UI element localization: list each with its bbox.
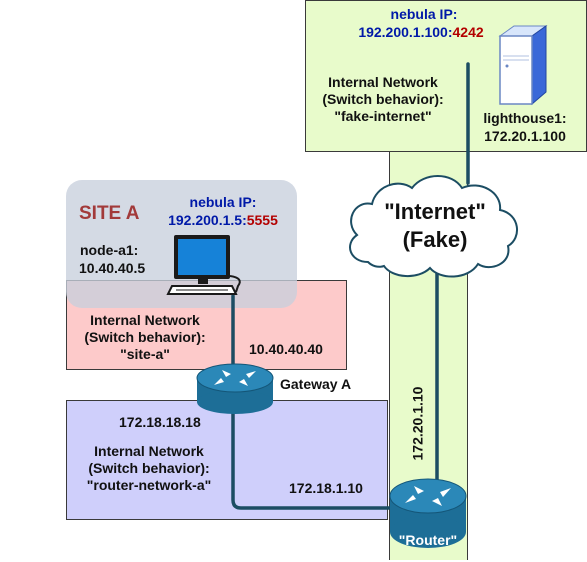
lighthouse-ip: 172.20.1.100 [484,128,566,144]
node-a1-ip: 10.40.40.5 [79,260,146,276]
cloud-label-line1: "Internet" [384,199,486,224]
lighthouse-nebula-address: 192.200.1.100:4242 [346,24,496,41]
fake-internet-net-line2: (Switch behavior): [322,91,444,107]
site-a-nebula-label: nebula IP: [189,194,257,210]
site-a-nebula-address: 192.200.1.5:5555 [153,212,293,229]
router-net-line3: "router-network-a" [86,477,212,493]
gateway-router-icon [196,363,274,414]
lighthouse-nebula-ip: 192.200.1.100 [358,24,448,40]
site-a-net-line1: Internal Network [90,312,200,328]
main-router-icon [389,478,467,548]
router-wan-ip: 172.20.1.10 [409,386,426,461]
router-net-line1: Internal Network [94,443,204,459]
node-a1-name: node-a1: [80,242,139,258]
workstation-icon [166,235,241,295]
site-a-nebula-port: 5555 [246,212,278,228]
cloud-label-line2: (Fake) [402,227,468,252]
site-a-nebula-sep: : [242,212,247,228]
gateway-a-label: Gateway A [280,376,352,392]
router-lan-ip: 172.18.1.10 [289,480,363,496]
server-icon [498,25,548,106]
lighthouse-nebula-port: 4242 [452,24,484,40]
router-label: "Router" [398,532,458,548]
fake-internet-net-line3: "fake-internet" [334,108,432,124]
site-a-net-line3: "site-a" [120,346,170,362]
site-a-nebula-ip: 192.200.1.5 [168,212,243,228]
site-a-net-line2: (Switch behavior): [84,329,206,345]
router-net-line2: (Switch behavior): [88,460,210,476]
gateway-router-net-ip: 172.18.18.18 [119,414,201,430]
router-network-zone [66,400,388,520]
lighthouse-nebula-label: nebula IP: [390,6,458,22]
fake-internet-net-line1: Internal Network [328,74,438,90]
link-gateway-router [231,410,392,510]
site-a-title: SITE A [79,203,140,224]
gateway-site-ip: 10.40.40.40 [249,341,323,357]
lighthouse-name: lighthouse1: [483,110,567,126]
lighthouse-nebula-sep: : [447,24,453,40]
internet-cloud-icon [349,175,518,278]
